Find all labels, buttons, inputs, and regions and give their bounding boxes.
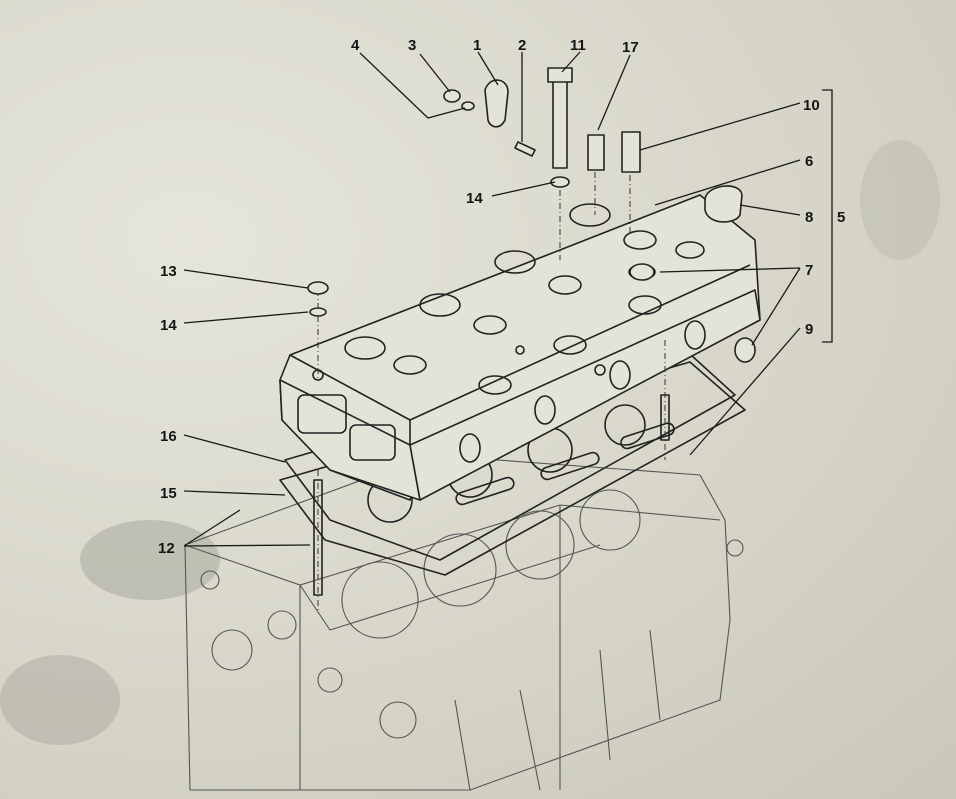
nozzle-holder-10 [621,131,641,173]
callout-1: 1 [473,37,481,54]
callout-11: 11 [570,37,586,54]
callout-2: 2 [518,37,526,54]
callout-14-left: 14 [160,317,177,334]
callout-3: 3 [408,37,416,54]
head-ports [312,203,705,395]
bolt-11 [552,79,568,169]
callout-4: 4 [351,37,360,54]
callout-17: 17 [622,39,639,56]
callout-13: 13 [160,263,177,280]
group-bracket-5 [822,89,833,343]
nut-3 [443,89,461,103]
callout-15: 15 [160,485,177,502]
washer-14-left [309,307,327,317]
cylinder-head [279,194,761,501]
callout-16: 16 [160,428,177,445]
callout-6: 6 [805,153,813,170]
leader-lines [183,51,801,547]
stud-2 [514,141,536,157]
callout-9: 9 [805,321,813,338]
callout-14-top: 14 [466,190,483,207]
plug-7b [734,337,756,363]
plug-8 [704,185,743,223]
hanger-1 [484,79,509,128]
glow-plug-17 [587,134,605,171]
callout-7: 7 [805,262,813,279]
engine-block [184,454,744,791]
callout-8: 8 [805,209,813,226]
nut-13 [307,281,329,295]
parts [307,67,756,610]
plug-7a [629,263,655,281]
callout-12: 12 [158,540,175,557]
callout-5: 5 [837,209,845,226]
washer-14-top [550,176,570,188]
callout-10: 10 [803,97,820,114]
callout-labels: 1 2 3 4 5 6 7 8 9 10 11 12 13 14 14 15 1… [158,37,845,557]
paper-stains [0,140,940,745]
